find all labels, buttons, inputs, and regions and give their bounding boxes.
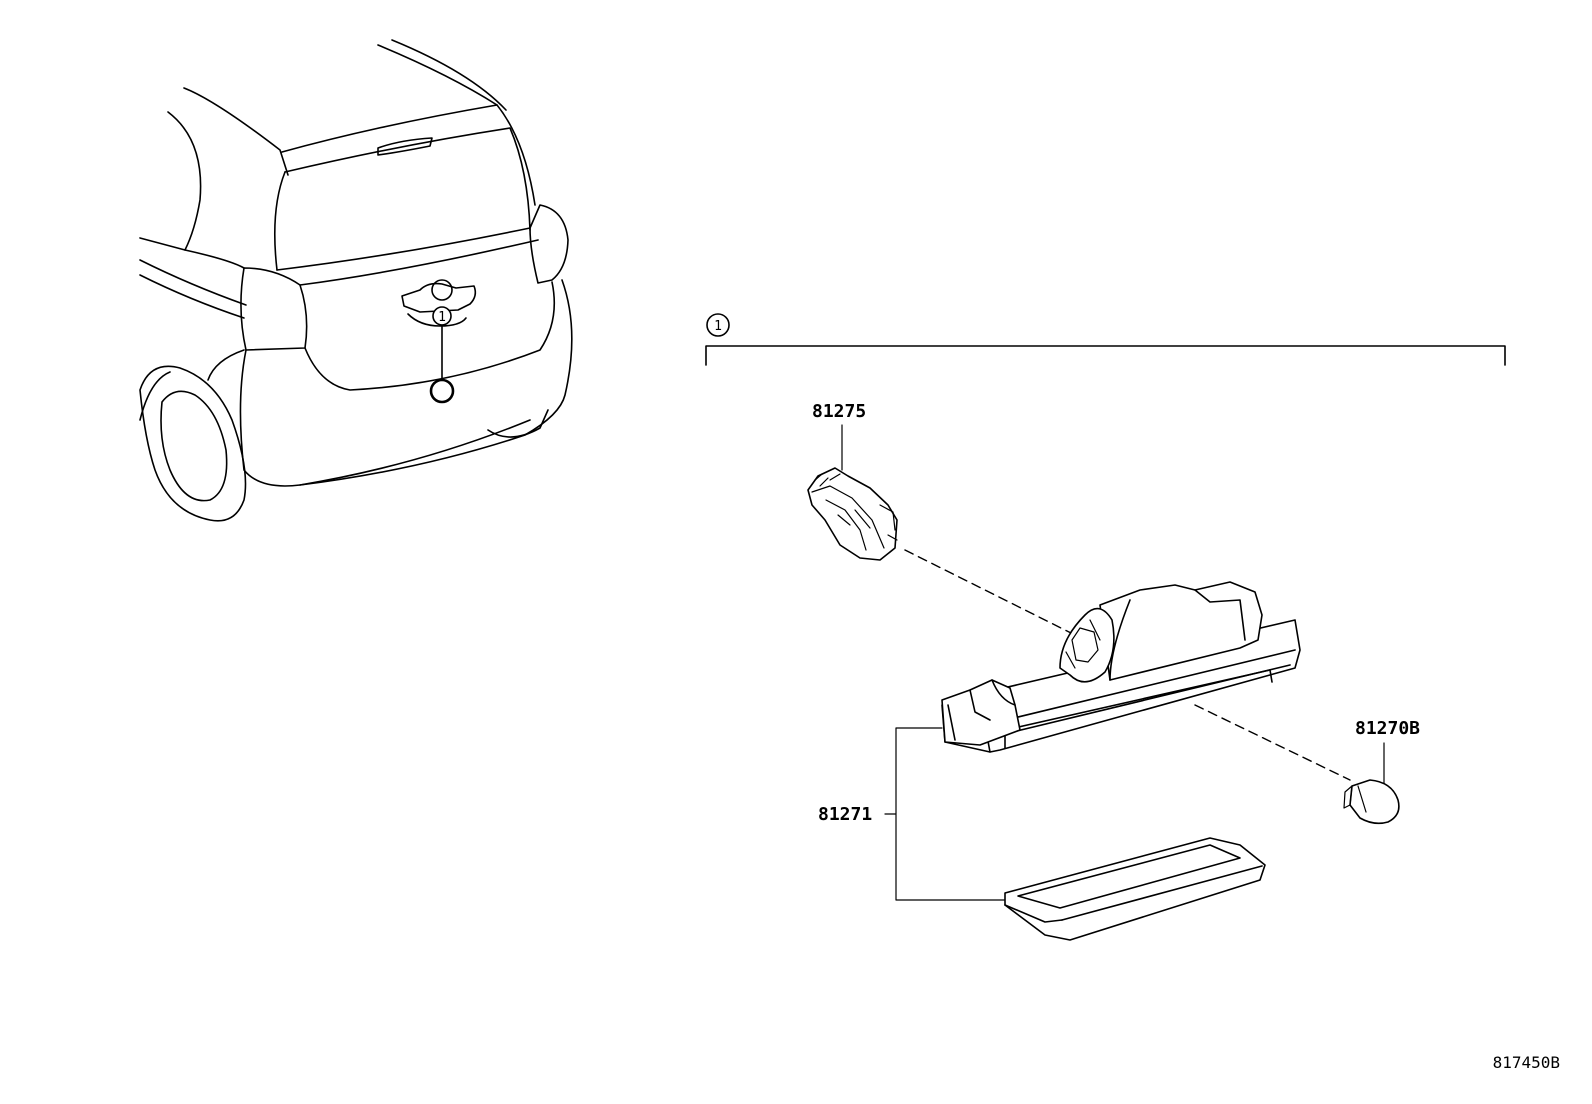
assembly-callout-number: 1 (714, 319, 722, 334)
lamp-housing-illustration (941, 581, 1351, 781)
vehicle-rear-illustration: 1 (139, 39, 573, 522)
lamp-assembly-part-number: 81271 (818, 804, 872, 825)
bulb-part: 81270B (1343, 718, 1420, 825)
lamp-assembly-part: 81271 (818, 727, 1266, 941)
bulb-socket-part-number: 81275 (812, 401, 866, 422)
lamp-location-marker (429, 378, 455, 404)
bulb-socket-part: 81275 (807, 401, 1076, 636)
assembly-bracket: 1 (705, 313, 1506, 366)
vehicle-callout-number: 1 (438, 310, 446, 325)
drawing-reference-number: 817450B (1493, 1053, 1560, 1072)
bulb-part-number: 81270B (1355, 718, 1420, 739)
